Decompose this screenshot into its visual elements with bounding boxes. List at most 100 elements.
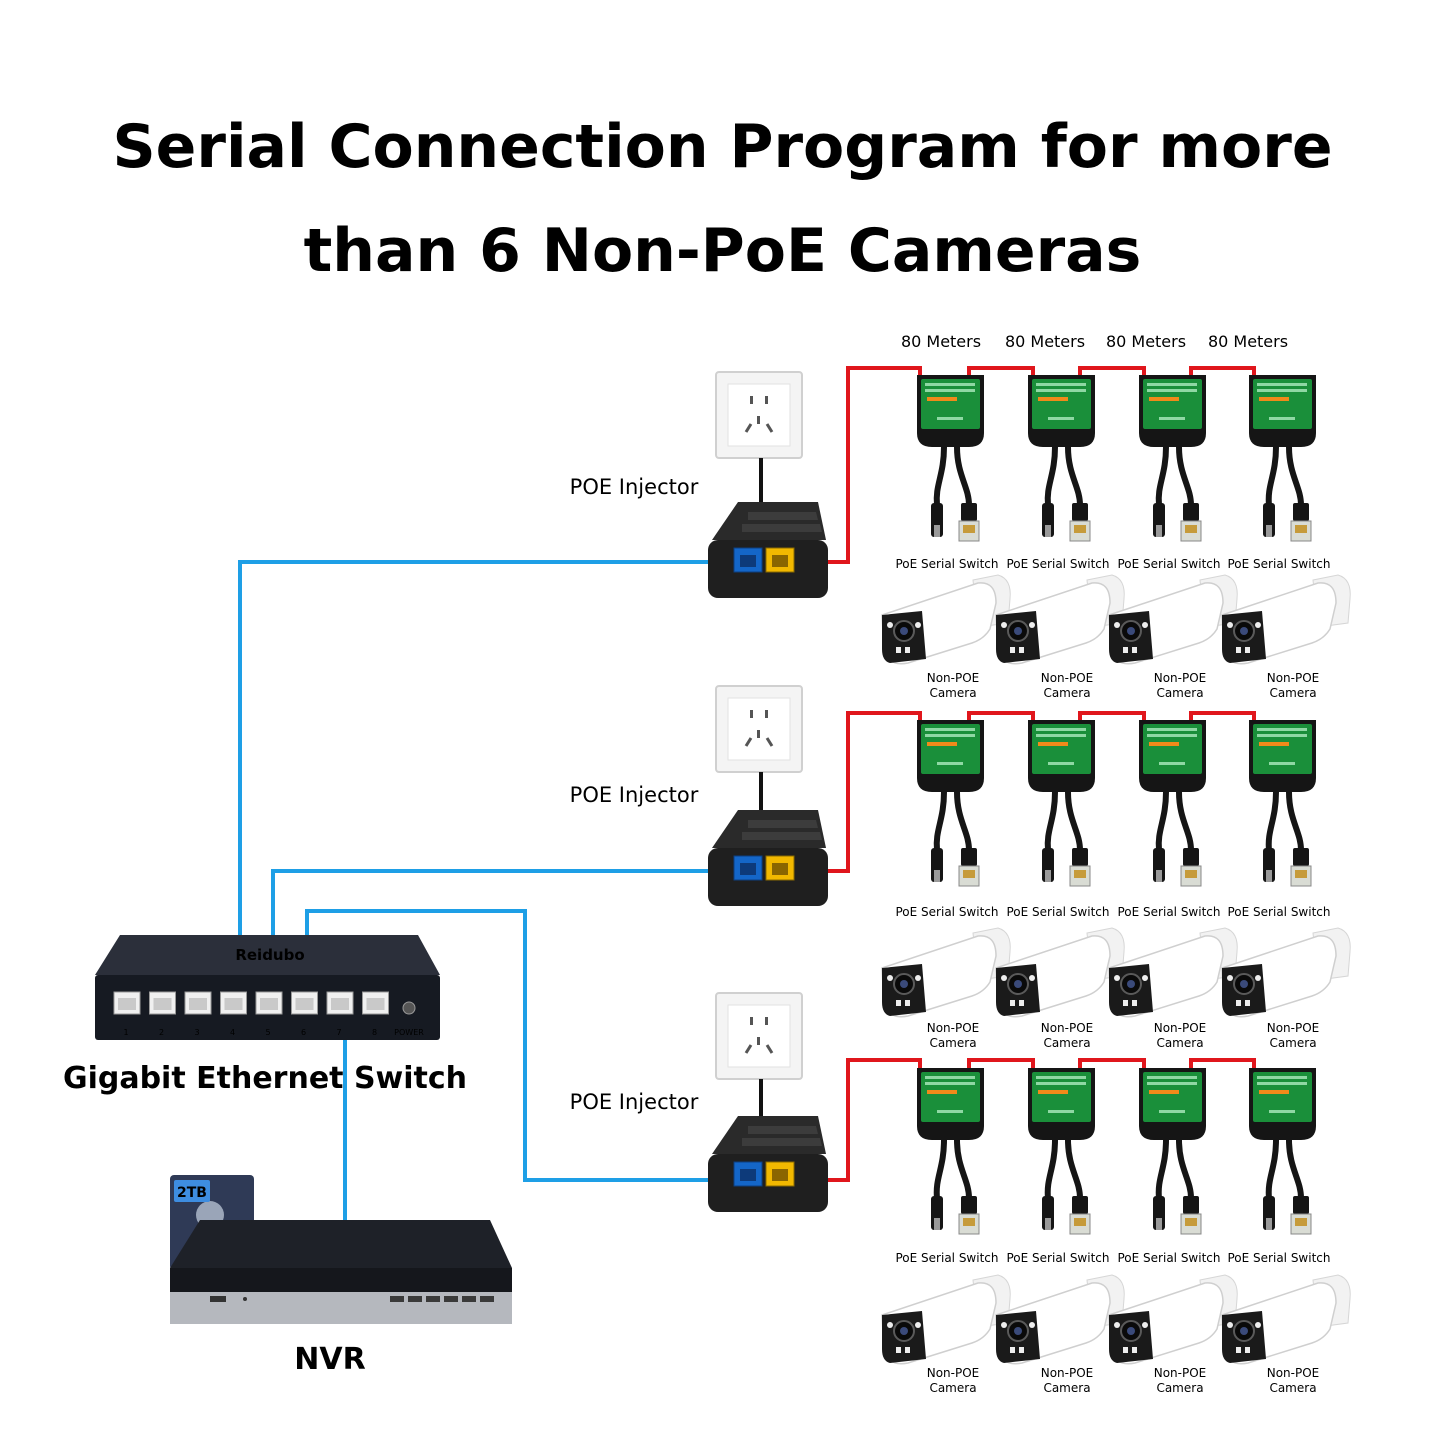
camera-led [1019,647,1024,653]
camera-led [1029,1322,1035,1328]
camera-led [887,975,893,981]
serial-switch-print [1257,389,1307,392]
switch-port-socket [295,998,314,1010]
camera-label: Non-POE [1041,671,1094,685]
dc-plug-tip [1266,525,1272,537]
camera-led [1123,647,1128,653]
camera-label: Non-POE [1267,1366,1320,1380]
rj45-boot [1072,503,1088,521]
camera-label: Camera [1269,1036,1316,1050]
camera-lens-glass [1127,1327,1135,1335]
camera-label: Camera [1043,1381,1090,1395]
rj45-boot [961,848,977,866]
hard-drive-label: 2TB [177,1185,207,1201]
camera-led [1236,1000,1241,1006]
socket-pin [750,710,753,718]
socket-pin [750,1017,753,1025]
rj45-boot [1183,1196,1199,1214]
camera-led [905,647,910,653]
rj45-cable [954,1139,972,1199]
camera-lens-glass [1240,627,1248,635]
serial-switch-label-plate [1143,1072,1202,1122]
port-socket [740,555,756,567]
poe-cable-2-link-3 [1189,711,1256,726]
rj45-contacts [1295,870,1307,878]
camera-led [1227,975,1233,981]
rj45-boot [1183,848,1199,866]
camera-label: Camera [929,1381,976,1395]
serial-switch-print [1036,734,1086,737]
camera-led [1001,975,1007,981]
camera-lens-glass [900,627,908,635]
rj45-boot [961,1196,977,1214]
rj45-cable [954,791,972,851]
socket-pin [757,730,760,738]
serial-switch-print [1036,383,1086,386]
poe-injector-label: POE Injector [570,1090,699,1114]
poe-cable-3-link-2 [1078,1058,1146,1074]
camera-lens-glass [1240,980,1248,988]
rj45-contacts [1074,870,1086,878]
rj45-contacts [1185,525,1197,533]
nvr-badge [462,1296,476,1302]
camera-label: Camera [1043,1036,1090,1050]
serial-switch-brand-strip [1149,742,1179,746]
camera-led [1114,975,1120,981]
camera-label: Camera [1156,686,1203,700]
camera-lens-glass [900,1327,908,1335]
camera-led [1123,1347,1128,1353]
rj45-cable [1065,791,1083,851]
rj45-boot [1293,1196,1309,1214]
dc-plug-tip [1156,870,1162,882]
camera-led [887,1322,893,1328]
socket-face [727,383,791,447]
poe-serial-switch-label: PoE Serial Switch [1007,905,1110,919]
serial-switch-print [1147,728,1197,731]
serial-switch-print [1269,1110,1295,1113]
nvr-badge [444,1296,458,1302]
camera-lens-glass [1127,627,1135,635]
serial-switch-print [1257,1082,1307,1085]
dc-plug-tip [1156,525,1162,537]
distance-label: 80 Meters [1208,332,1288,351]
poe-serial-switch-label: PoE Serial Switch [1228,557,1331,571]
camera-led [1029,975,1035,981]
poe-cable-2-link-1 [967,711,1035,726]
device-layer [95,371,1351,1365]
poe-cable-1-link-2 [1078,366,1146,381]
dc-plug-tip [1045,1218,1051,1230]
rj45-boot [1293,503,1309,521]
serial-switch-print [1147,1082,1197,1085]
poe-cable-3-link-3 [1189,1058,1256,1074]
socket-pin [765,423,774,433]
dc-cable [1044,1139,1058,1199]
camera-led [1019,1347,1024,1353]
dc-plug-tip [934,1218,940,1230]
dc-cable [1155,791,1169,851]
socket-pin [744,1044,753,1054]
injector-vent [742,524,822,532]
rj45-cable [1176,446,1194,506]
poe-cable-1-link-1 [967,366,1035,381]
camera-label: Non-POE [1267,671,1320,685]
camera-led [1227,622,1233,628]
rj45-contacts [1185,870,1197,878]
rj45-cable [1286,1139,1304,1199]
injector-vent [748,820,818,828]
socket-pin [765,710,768,718]
camera-led [1255,622,1261,628]
camera-led [896,1000,901,1006]
rj45-boot [1183,503,1199,521]
serial-switch-print [925,389,975,392]
serial-switch-print [1159,762,1185,765]
rj45-contacts [1185,1218,1197,1226]
socket-pin [765,1044,774,1054]
lan-cable-1 [238,560,735,1010]
camera-led [1001,622,1007,628]
switch-port-number: 3 [194,1028,199,1037]
nvr-badge [480,1296,494,1302]
socket-pin [765,1017,768,1025]
switch-brand: Reidubo [235,946,304,964]
camera-label: Camera [1043,686,1090,700]
camera-led [1132,1347,1137,1353]
